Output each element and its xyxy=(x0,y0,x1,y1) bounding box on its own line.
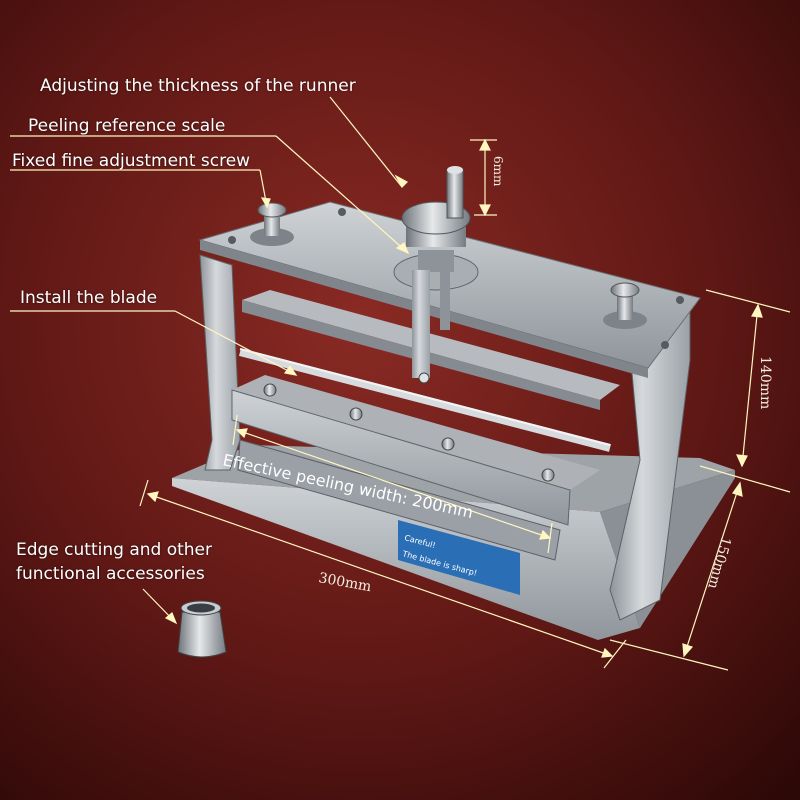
label-reference-scale: Peeling reference scale xyxy=(28,116,226,136)
leader-lines xyxy=(10,96,791,671)
screw xyxy=(676,296,684,304)
bolt xyxy=(349,407,363,421)
guide-rod xyxy=(238,348,612,452)
left-adjust-knob-base xyxy=(250,228,294,246)
edge-cutting-accessory xyxy=(177,600,227,658)
screw xyxy=(338,208,346,216)
wheel-handle xyxy=(446,169,464,219)
label-accessories-line1: Edge cutting and other xyxy=(16,540,213,560)
warning-sticker xyxy=(398,520,520,595)
blade-plate xyxy=(232,375,600,490)
label-fine-adjust-screw: Fixed fine adjustment screw xyxy=(12,151,251,171)
screw xyxy=(228,236,236,244)
left-adjust-knob xyxy=(257,202,287,218)
label-runner-thickness: Adjusting the thickness of the runner xyxy=(40,76,356,96)
right-adjust-knob xyxy=(610,282,640,298)
right-side-frame xyxy=(609,309,691,621)
bolt xyxy=(441,437,455,451)
blade-plate-front xyxy=(231,389,571,526)
front-clamp-bar xyxy=(237,439,561,561)
center-bracket xyxy=(412,270,430,378)
dim-height: 140mm xyxy=(757,356,773,409)
bolt xyxy=(541,468,555,482)
label-accessories-line2: functional accessories xyxy=(16,564,205,584)
middle-plate xyxy=(242,290,620,400)
screw xyxy=(661,341,669,349)
dim-thickness: 6mm xyxy=(491,156,505,187)
bolt xyxy=(263,383,277,397)
label-install-blade: Install the blade xyxy=(20,288,158,308)
left-side-frame xyxy=(199,254,241,471)
